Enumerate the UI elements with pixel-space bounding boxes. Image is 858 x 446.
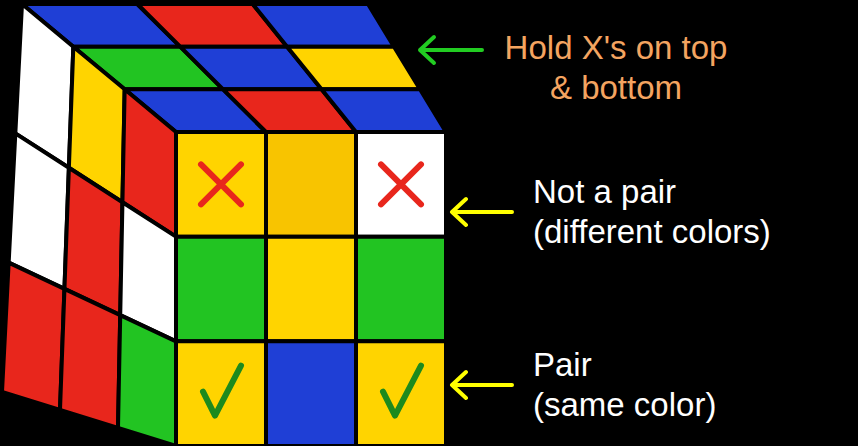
left-face (2, 4, 176, 446)
sticker (266, 237, 356, 342)
sticker (176, 341, 266, 446)
front-face (176, 132, 446, 446)
annotation-label: Hold X's on top & bottom (500, 28, 732, 109)
sticker (118, 315, 176, 446)
label-line: (different colors) (533, 212, 843, 252)
sticker (356, 132, 446, 237)
face-back (176, 132, 446, 446)
annotation-label: Not a pair (different colors) (533, 172, 843, 253)
leader-arrow (452, 372, 512, 398)
check-mark (203, 366, 241, 416)
label-line: (same color) (533, 385, 843, 425)
leader-arrow (420, 37, 482, 63)
x-mark (201, 164, 241, 204)
sticker (356, 341, 446, 446)
annotation-label: Pair (same color) (533, 345, 843, 426)
leader-arrow (452, 199, 512, 225)
label-line: Pair (533, 345, 843, 385)
label-line: Hold X's on top & bottom (500, 28, 732, 109)
sticker (2, 263, 64, 410)
sticker (266, 132, 356, 237)
check-mark (383, 366, 421, 416)
sticker (176, 132, 266, 237)
sticker (60, 289, 120, 428)
face-back (2, 4, 176, 446)
x-mark (381, 164, 421, 204)
sticker (322, 89, 446, 132)
sticker (266, 341, 356, 446)
sticker (287, 47, 420, 90)
sticker (176, 237, 266, 342)
sticker (253, 4, 394, 47)
sticker (356, 237, 446, 342)
label-line: Not a pair (533, 172, 843, 212)
